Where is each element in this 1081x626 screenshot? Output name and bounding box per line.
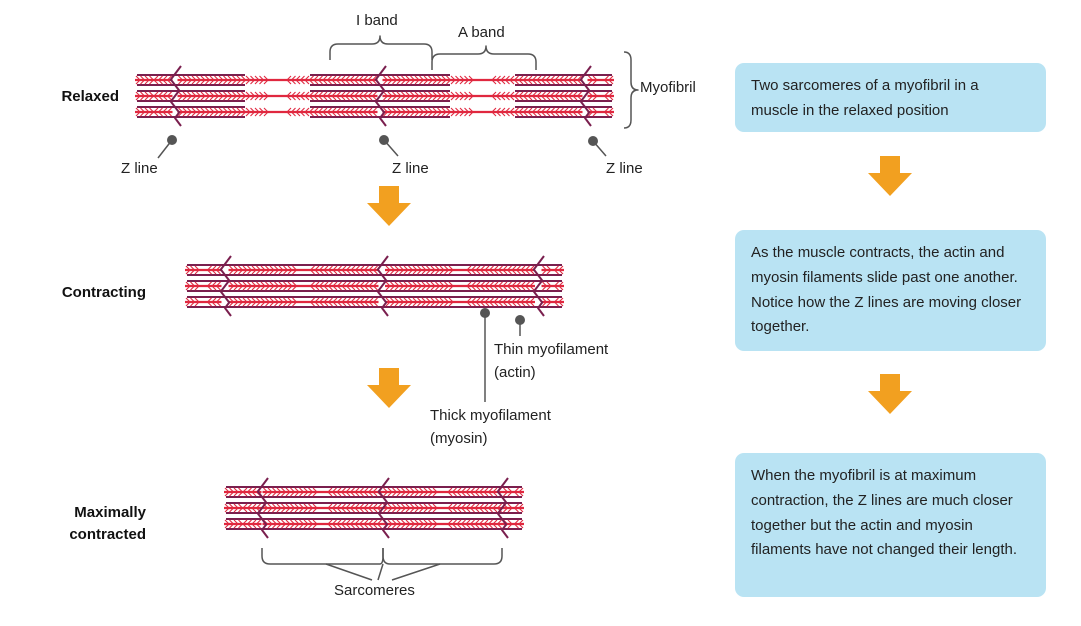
z-line [496,477,509,539]
myosin-head-chevrons [178,107,377,117]
myosin-head-chevrons [185,297,221,307]
myosin-head-chevrons [383,75,582,85]
myosin-head-chevrons [503,519,524,529]
myosin-head-chevrons [385,297,535,307]
myosin-head-chevrons [135,107,172,117]
myosin-head-chevrons [178,91,377,101]
myosin-head-chevrons [178,75,377,85]
myosin-head-chevrons [542,297,564,307]
myosin-head-chevrons [383,107,582,117]
myosin-head-chevrons [385,281,535,291]
z-line [532,255,545,317]
myosin-head-chevrons [503,487,524,497]
stage-label-maximally-line1: Maximally [74,504,146,521]
a-band-label: A band [458,24,505,41]
myosin-head-chevrons [588,91,614,101]
z-line-pointer-right-dot [588,136,598,146]
myosin-head-chevrons [185,265,221,275]
thick-myofilament-line2: (myosin) [430,430,488,448]
description-box-maximum: When the myofibril is at maximum contrac… [735,453,1046,597]
z-line [374,65,387,127]
myofibril-bracket [623,51,639,129]
myosin-head-chevrons [503,503,524,513]
myosin-head-chevrons [588,75,614,85]
z-line [219,255,232,317]
z-line [579,65,592,127]
down-arrow-box-1 [868,156,912,196]
down-arrow-2 [367,368,411,408]
thin-myofilament-pointer-dot [515,315,525,325]
down-arrow-1 [367,186,411,226]
thick-myofilament-label: Thick myofilament (myosin) [430,404,551,451]
stage-label-maximally-contracted: Maximally contracted [69,502,146,546]
myosin-head-chevrons [263,503,382,513]
z-line [256,477,269,539]
myosin-head-chevrons [385,265,535,275]
stage-label-contracting: Contracting [61,284,146,301]
myofibril-label: Myofibril [640,79,696,96]
down-arrow-box-2 [868,374,912,414]
description-box-relaxed: Two sarcomeres of a myofibril in a muscl… [735,63,1046,132]
sarcomeres-pointer-lines [325,563,441,581]
myosin-head-chevrons [383,503,502,513]
myosin-head-chevrons [229,281,378,291]
myosin-head-chevrons [229,265,378,275]
myosin-head-chevrons [135,91,172,101]
myosin-head-chevrons [224,519,261,529]
z-line-label-right: Z line [606,160,643,177]
myosin-head-chevrons [224,487,261,497]
stage-label-maximally-line2: contracted [69,525,146,543]
myosin-head-chevrons [135,75,172,85]
myosin-head-chevrons [542,265,564,275]
myosin-head-chevrons [185,281,221,291]
z-line [376,255,389,317]
myosin-head-chevrons [263,519,382,529]
thin-myofilament-label: Thin myofilament (actin) [494,338,608,385]
myosin-head-chevrons [224,503,261,513]
myosin-head-chevrons [229,297,378,307]
sarcomere-bracket-right [382,548,503,565]
z-line [377,477,390,539]
myosin-head-chevrons [383,487,502,497]
description-box-contracting: As the muscle contracts, the actin and m… [735,230,1046,351]
sarcomere-bracket-left [261,548,384,565]
z-line-pointer-left-dot [167,135,177,145]
myosin-head-chevrons [263,487,382,497]
i-band-bracket [329,35,433,60]
myosin-head-chevrons [588,107,614,117]
z-line-label-middle: Z line [392,160,429,177]
thick-myofilament-pointer-dot [480,308,490,318]
thick-myofilament-line1: Thick myofilament [430,407,551,424]
sarcomeres-label: Sarcomeres [334,582,415,599]
thin-myofilament-line2: (actin) [494,364,536,382]
thin-myofilament-line1: Thin myofilament [494,341,609,358]
z-line-label-left: Z line [121,160,158,177]
stage-label-relaxed: Relaxed [61,88,119,105]
i-band-label: I band [356,12,398,29]
myosin-head-chevrons [542,281,564,291]
z-line [169,65,182,127]
a-band-bracket [431,45,537,70]
myosin-head-chevrons [383,91,582,101]
z-line-pointer-middle-dot [379,135,389,145]
